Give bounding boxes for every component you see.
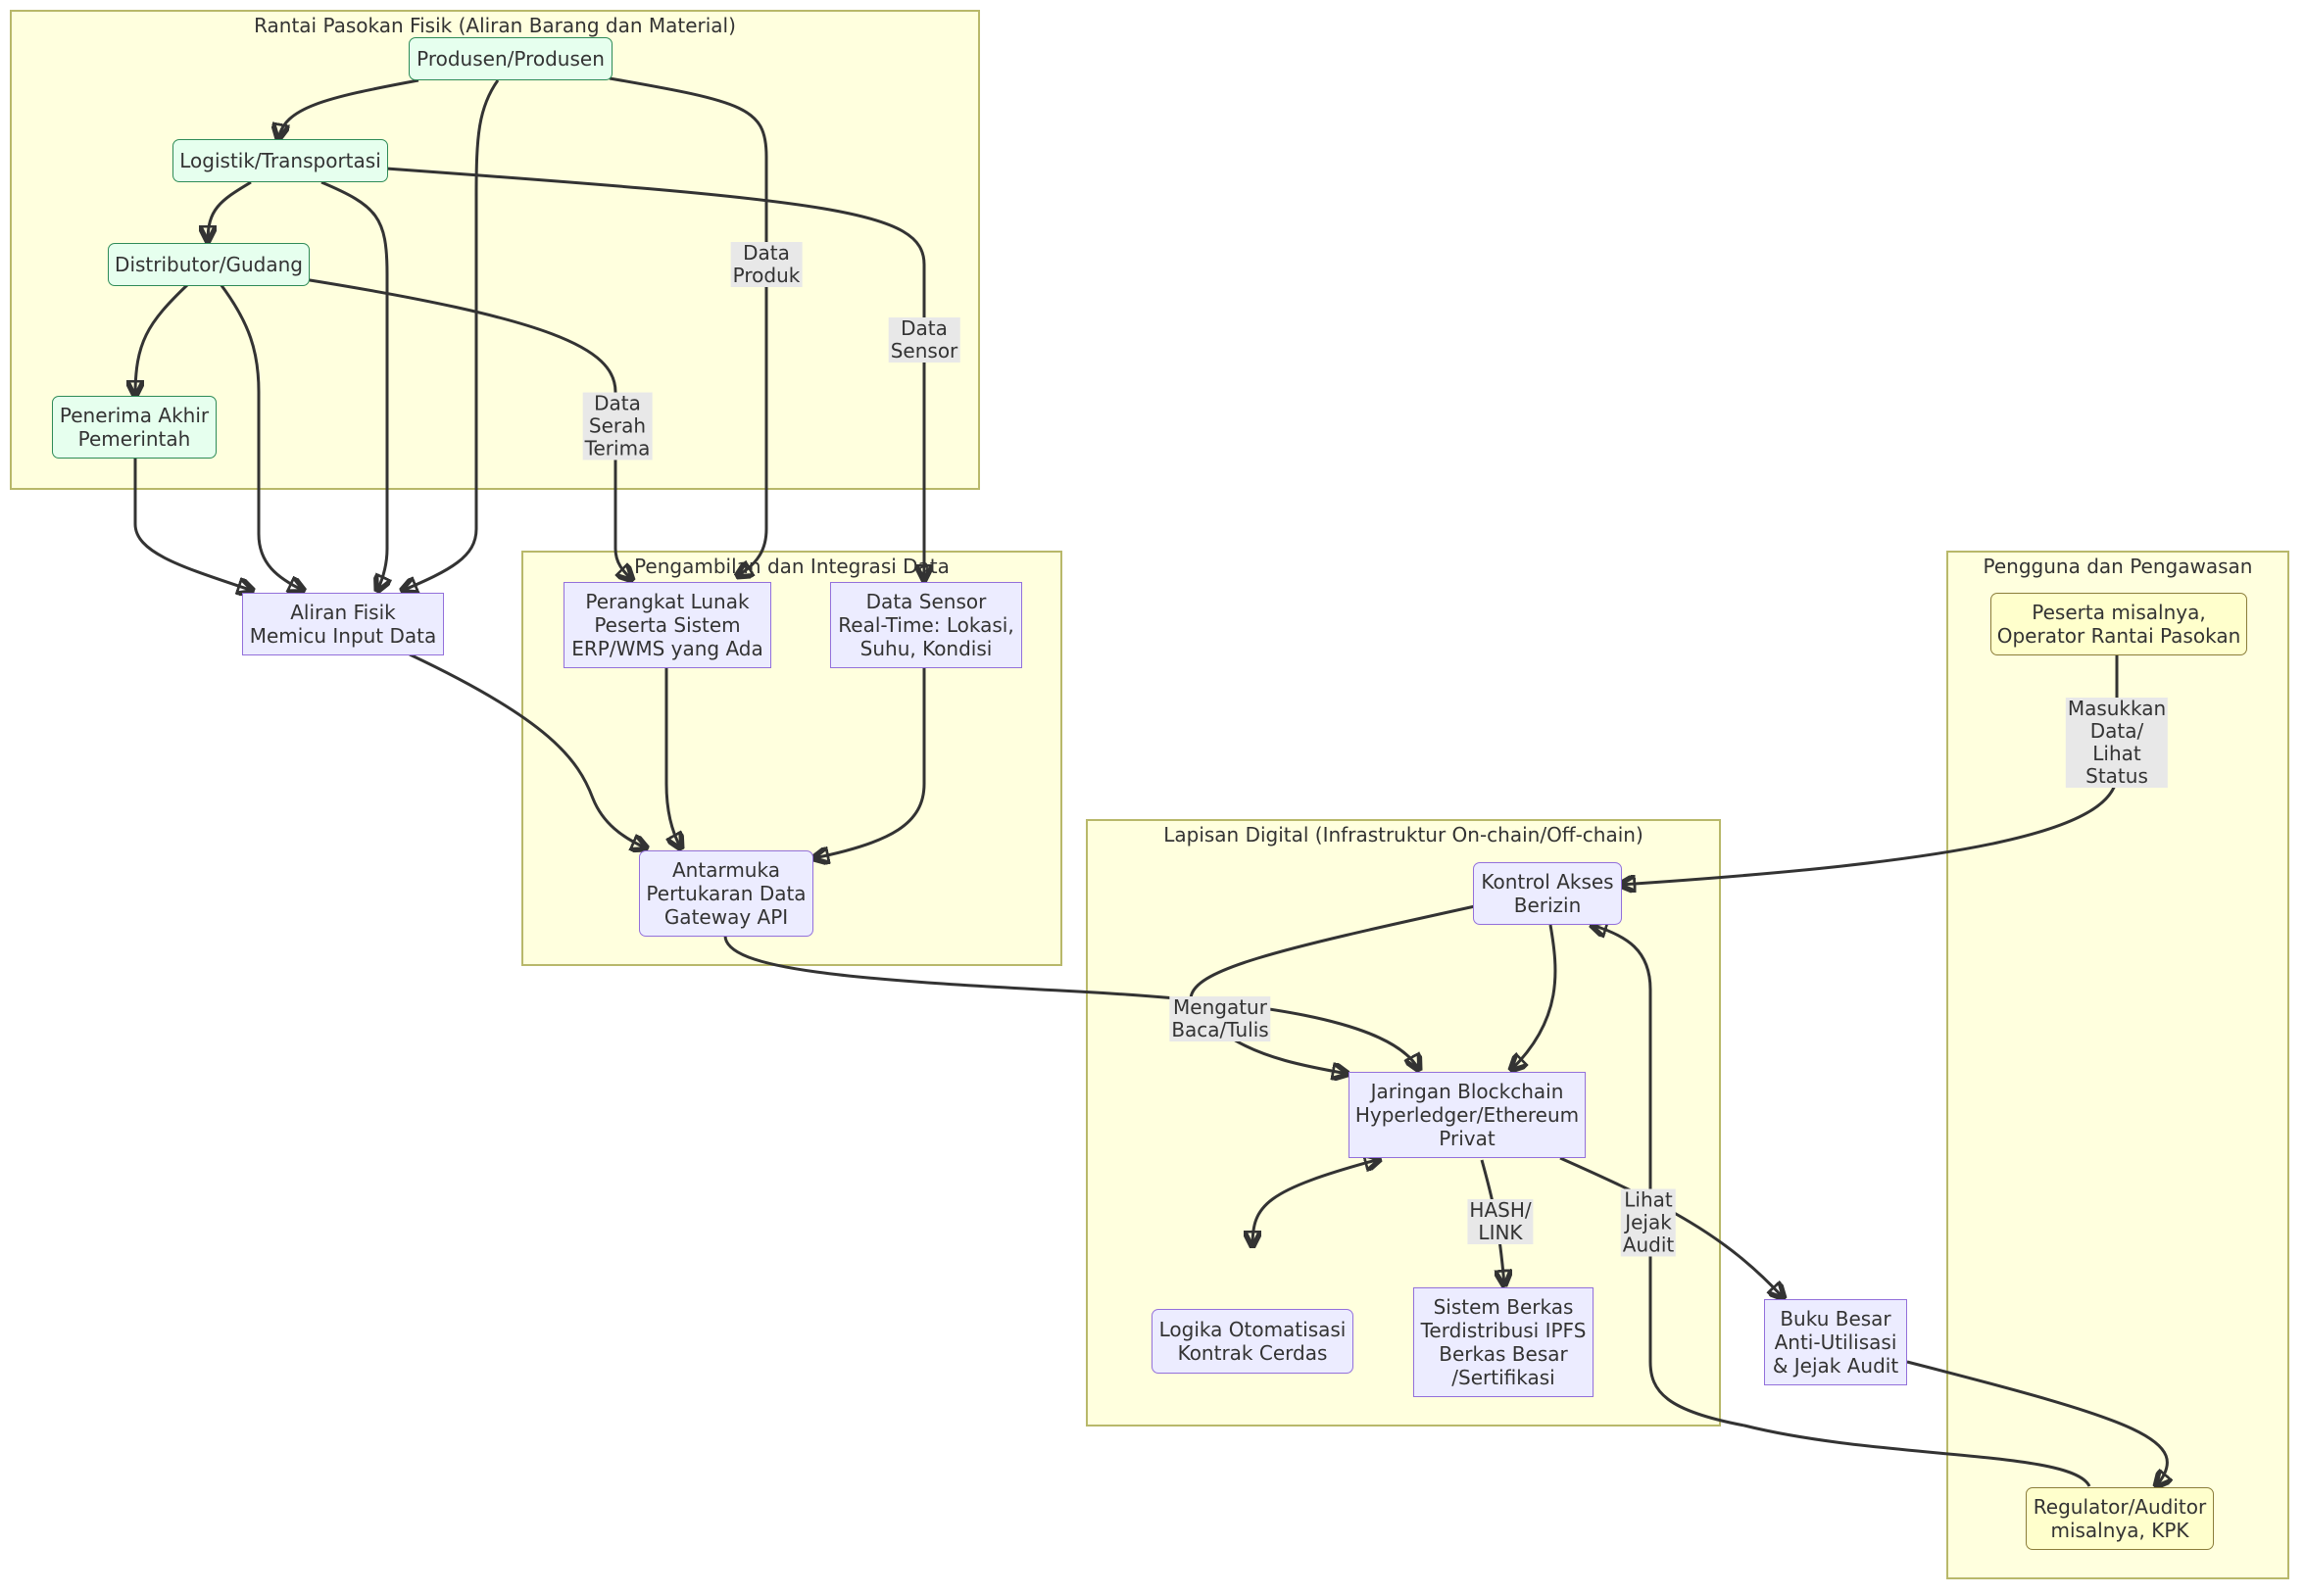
edge-participant-access — [1620, 654, 2119, 885]
edge-blockchain-contract — [1252, 1159, 1380, 1246]
node-access-control[interactable]: Kontrol Akses Berizin — [1473, 862, 1622, 925]
edge-erp-gateway — [664, 668, 681, 848]
edge-blockchain-ledger — [1559, 1156, 1784, 1298]
edge-label-hash-link: HASH/ LINK — [1467, 1198, 1534, 1244]
edge-label-audit-trail: Lihat Jejak Audit — [1620, 1187, 1677, 1257]
cluster-title: Rantai Pasokan Fisik (Aliran Barang dan … — [254, 14, 736, 37]
edge-distributor-erp — [303, 277, 632, 580]
edge-physical-flow-gateway — [409, 653, 647, 848]
edge-receiver-physical-flow — [133, 457, 253, 591]
edge-producer-erp — [609, 76, 768, 576]
node-receiver[interactable]: Penerima Akhir Pemerintah — [52, 396, 217, 459]
node-physical-flow[interactable]: Aliran Fisik Memicu Input Data — [242, 593, 444, 655]
node-blockchain-network[interactable]: Jaringan Blockchain Hyperledger/Ethereum… — [1349, 1072, 1586, 1158]
node-audit-ledger[interactable]: Buku Besar Anti-Utilisasi & Jejak Audit — [1764, 1299, 1907, 1385]
edge-logistics-sensor — [385, 167, 924, 580]
edge-label-product-data: Data Produk — [730, 241, 803, 287]
node-api-gateway[interactable]: Antarmuka Pertukaran Data Gateway API — [639, 850, 813, 937]
edge-label-input-view-status: Masukkan Data/ Lihat Status — [2065, 697, 2169, 788]
edge-access-blockchain — [1511, 924, 1557, 1070]
edge-regulator-access — [1592, 925, 2091, 1487]
edge-gateway-blockchain — [723, 935, 1419, 1070]
cluster-title: Pengguna dan Pengawasan — [1983, 555, 2253, 578]
edge-logistics-distributor — [208, 180, 252, 241]
edge-producer-physical-flow — [402, 79, 500, 591]
node-logistics[interactable]: Logistik/Transportasi — [172, 139, 388, 182]
node-ipfs-storage[interactable]: Sistem Berkas Terdistribusi IPFS Berkas … — [1413, 1287, 1594, 1397]
node-participant[interactable]: Peserta misalnya, Operator Rantai Pasoka… — [1990, 593, 2247, 655]
node-regulator[interactable]: Regulator/Auditor misalnya, KPK — [2026, 1487, 2214, 1550]
edge-logistics-physical-flow — [320, 180, 387, 591]
node-distributor[interactable]: Distributor/Gudang — [108, 243, 310, 286]
edge-distributor-receiver — [135, 282, 190, 396]
edge-label-read-write: Mengatur Baca/Tulis — [1169, 995, 1271, 1041]
edge-distributor-physical-flow — [219, 283, 304, 591]
node-producer[interactable]: Produsen/Produsen — [409, 37, 613, 80]
node-sensor-data[interactable]: Data Sensor Real-Time: Lokasi, Suhu, Kon… — [830, 582, 1022, 668]
edge-label-handover-data: Data Serah Terima — [582, 391, 653, 460]
edge-label-sensor-data: Data Sensor — [888, 316, 960, 363]
edge-sensor-gateway — [813, 668, 926, 858]
cluster-title: Lapisan Digital (Infrastruktur On-chain/… — [1163, 823, 1643, 846]
node-erp-software[interactable]: Perangkat Lunak Peserta Sistem ERP/WMS y… — [564, 582, 771, 668]
node-smart-contract[interactable]: Logika Otomatisasi Kontrak Cerdas — [1152, 1309, 1353, 1374]
edge-ledger-regulator — [1906, 1360, 2167, 1486]
edge-producer-logistics — [278, 78, 419, 139]
edge-access-readwrite — [1189, 904, 1476, 1074]
cluster-title: Pengambilan dan Integrasi Data — [634, 555, 950, 578]
